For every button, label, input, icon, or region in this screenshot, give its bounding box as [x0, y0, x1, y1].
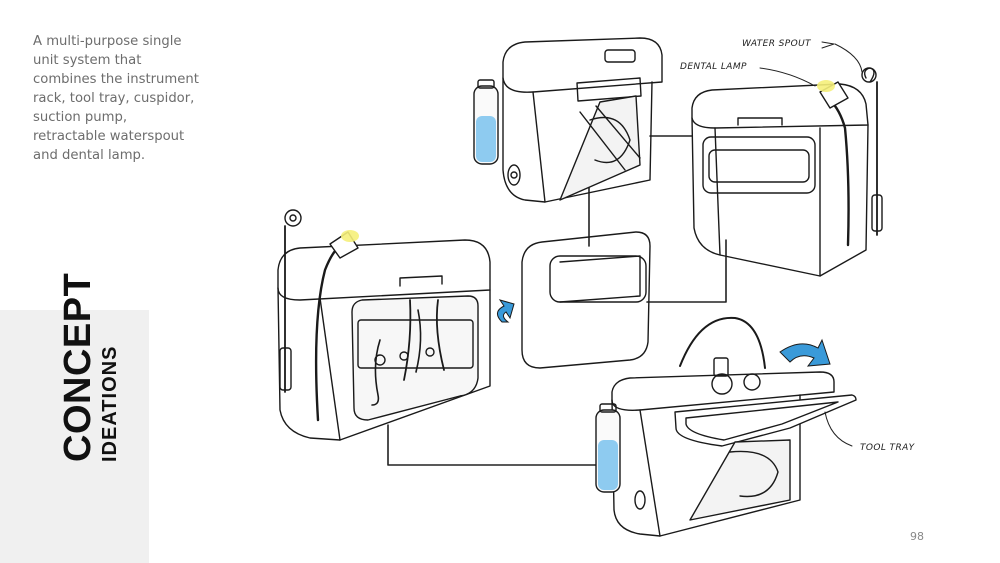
- label-dental-lamp: DENTAL LAMP: [680, 62, 747, 72]
- connector-lines: [387, 135, 727, 466]
- title-panel: [0, 310, 149, 563]
- label-tool-tray: TOOL TRAY: [860, 443, 916, 453]
- sketch-door-panel: [521, 231, 651, 369]
- rotate-arrow-left: [497, 299, 515, 323]
- sketch-unit-top: [473, 37, 663, 203]
- sketch-unit-bottom: [595, 316, 857, 537]
- description-text: A multi-purpose single unit system that …: [33, 34, 199, 163]
- rotate-arrow-right: [779, 338, 831, 367]
- sketch-unit-right: [691, 67, 883, 277]
- page-number: 98: [910, 530, 924, 543]
- sketch-unit-left: [277, 209, 491, 441]
- label-water-spout: WATER SPOUT: [742, 39, 812, 49]
- annotation-leaders: [759, 41, 863, 447]
